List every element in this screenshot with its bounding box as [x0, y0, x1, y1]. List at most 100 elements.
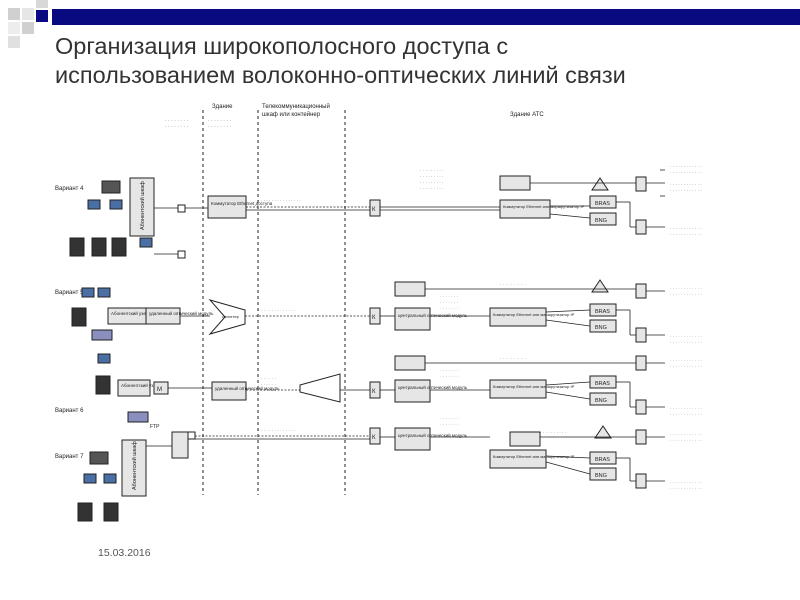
output-note: · · · · · · · · · · · ·: [670, 358, 702, 363]
variant-7-computers: [77, 451, 119, 522]
k-node-v6: [369, 381, 381, 399]
switch-router-v4: [499, 199, 551, 219]
output-note: · · · · · · · · · · · ·: [670, 170, 702, 175]
slide-date: 15.03.2016: [98, 547, 151, 559]
subscriber-cabinet-v4: [129, 177, 155, 237]
switch-router-v4-label: Коммутатор Ethernet или маршрутизатор IP: [503, 204, 585, 209]
header-telecom: Телекоммуникационный: [262, 103, 330, 110]
header-ats: Здание АТС: [510, 112, 544, 118]
ats-note: · · · · · · · · ·: [420, 180, 444, 185]
port-v4-a: [177, 204, 186, 213]
variant-6-computers: [95, 353, 149, 423]
k-node-v6-label: К: [372, 389, 376, 395]
access-node-v5: [394, 281, 426, 297]
central-module-v7: [394, 427, 431, 451]
subscriber-node-v6-label: Абонентский узел (АУ): [121, 382, 169, 388]
k-out-v5-a: [635, 283, 647, 299]
splitter-v5-label: сплиттер: [222, 314, 240, 319]
subscriber-cabinet-v7-label: Абонентский шкаф: [131, 441, 138, 490]
link-note: · · · · · · · · · · · · · ·: [258, 428, 295, 433]
header-minor-text: · · · · · · · ·: [165, 124, 188, 130]
central-module-v6-label: центральный оптический модуль: [398, 384, 468, 390]
corner-square: [36, 0, 48, 8]
link-note: · · · · · · ·: [440, 422, 458, 427]
k-out-v6-a: [635, 355, 647, 371]
ftp-node-v7: [171, 431, 189, 459]
access-node-v4: [499, 175, 531, 191]
k-out-v4-a: [635, 176, 647, 192]
k-out-v7-b: [635, 473, 647, 489]
splitter-v5: [208, 299, 246, 335]
output-note: · · · · · · · · · · · ·: [670, 364, 702, 369]
output-note: · · · · · · · · · · · ·: [670, 412, 702, 417]
ethernet-access-switch-v4-label: Коммутатор Ethernet доступа: [211, 201, 273, 206]
title-bar: [52, 9, 800, 25]
k-out-v4-b: [635, 219, 647, 235]
subscriber-cabinet-v7: [121, 439, 147, 497]
k-out-v7-a: [635, 429, 647, 445]
k-node-v4-label: К: [372, 207, 376, 213]
link-note: · · · · · · ·: [440, 368, 458, 373]
switch-router-v7-label: Коммутатор Ethernet или маршрутизатор IP: [493, 454, 575, 459]
switch-router-v6-label: Коммутатор Ethernet или маршрутизатор IP: [493, 384, 575, 389]
corner-square: [22, 22, 34, 34]
link-note: · · · · · · ·: [258, 388, 276, 393]
bng-v4: [589, 212, 617, 226]
link-note: · · · · · · ·: [440, 374, 458, 379]
k-out-v6-b: [635, 399, 647, 415]
output-note: · · · · · · · · · · · ·: [670, 164, 702, 169]
variant-4-computers: [69, 180, 153, 257]
link-note: · · · · · · ·: [440, 416, 458, 421]
access-node-v6: [394, 355, 426, 371]
corner-square: [8, 36, 20, 48]
header-minor-text: · · · · · · · ·: [208, 118, 231, 124]
central-module-v7-label: центральный оптический модуль: [398, 432, 468, 438]
splitter-v6: [299, 373, 341, 403]
output-note: · · · · · · · · · · · ·: [670, 226, 702, 231]
k-node-v5-label: К: [372, 315, 376, 321]
bras-v6-label: BRAS: [595, 381, 610, 387]
ftp-label-v7: FTP: [150, 424, 160, 430]
bras-v4-label: BRAS: [595, 201, 610, 207]
ats-note: · · · · · · · · ·: [420, 174, 444, 179]
bras-v7-label: BRAS: [595, 457, 610, 463]
header-minor-text: · · · · · · · ·: [165, 118, 188, 124]
subscriber-node-v5-a-label: Абонентский узел (АУ): [111, 310, 159, 316]
ats-note: · · · · · · · · ·: [420, 168, 444, 173]
link-note: · · · · · · ·: [258, 376, 276, 381]
output-note: · · · · · · · · · · · ·: [670, 480, 702, 485]
header-telecom2: шкаф или контейнер: [262, 111, 321, 118]
corner-square: [8, 8, 20, 20]
link-note: · · · · · · ·: [440, 300, 458, 305]
bng-v5-label: BNG: [595, 325, 607, 331]
output-note: · · · · · · · · · · · ·: [670, 292, 702, 297]
k-node-v4: [369, 199, 381, 217]
link-note: · · · · · · · · · ·: [540, 430, 566, 435]
remote-module-v6: [211, 381, 247, 401]
central-module-v6: [394, 379, 431, 403]
corner-square: [8, 22, 20, 34]
header-building: Здание: [212, 104, 233, 110]
variant-5-computers: [71, 287, 113, 341]
output-note: · · · · · · · · · · · ·: [670, 438, 702, 443]
slide-title-line-2: использованием волоконно-оптических лини…: [55, 62, 626, 88]
splitter-out-v5: [591, 279, 609, 293]
output-note: · · · · · · · · · · · ·: [670, 286, 702, 291]
k-out-v5-b: [635, 327, 647, 343]
remote-module-v5-label: удаленный оптический модуль: [149, 310, 214, 316]
access-node-v7: [509, 431, 541, 447]
splitter-v4: [591, 177, 609, 191]
corner-square: [36, 10, 48, 22]
corner-square: [22, 8, 34, 20]
link-note: · · · · · · · · · · · · · ·: [258, 308, 295, 313]
link-note: · · · · · · ·: [440, 306, 458, 311]
link-label-v4: · · · · · · · · · · · · · · · ·: [258, 198, 301, 203]
output-note: · · · · · · · · · · · ·: [670, 188, 702, 193]
switch-router-v5: [489, 307, 547, 327]
switch-router-v6: [489, 379, 547, 399]
output-note: · · · · · · · · · · · ·: [670, 486, 702, 491]
switch-router-v7: [489, 449, 547, 469]
output-note: · · · · · · · · · · · ·: [670, 232, 702, 237]
slide-title-line-1: Организация широкополосного доступа с: [55, 33, 509, 59]
bng-v6-label: BNG: [595, 398, 607, 404]
